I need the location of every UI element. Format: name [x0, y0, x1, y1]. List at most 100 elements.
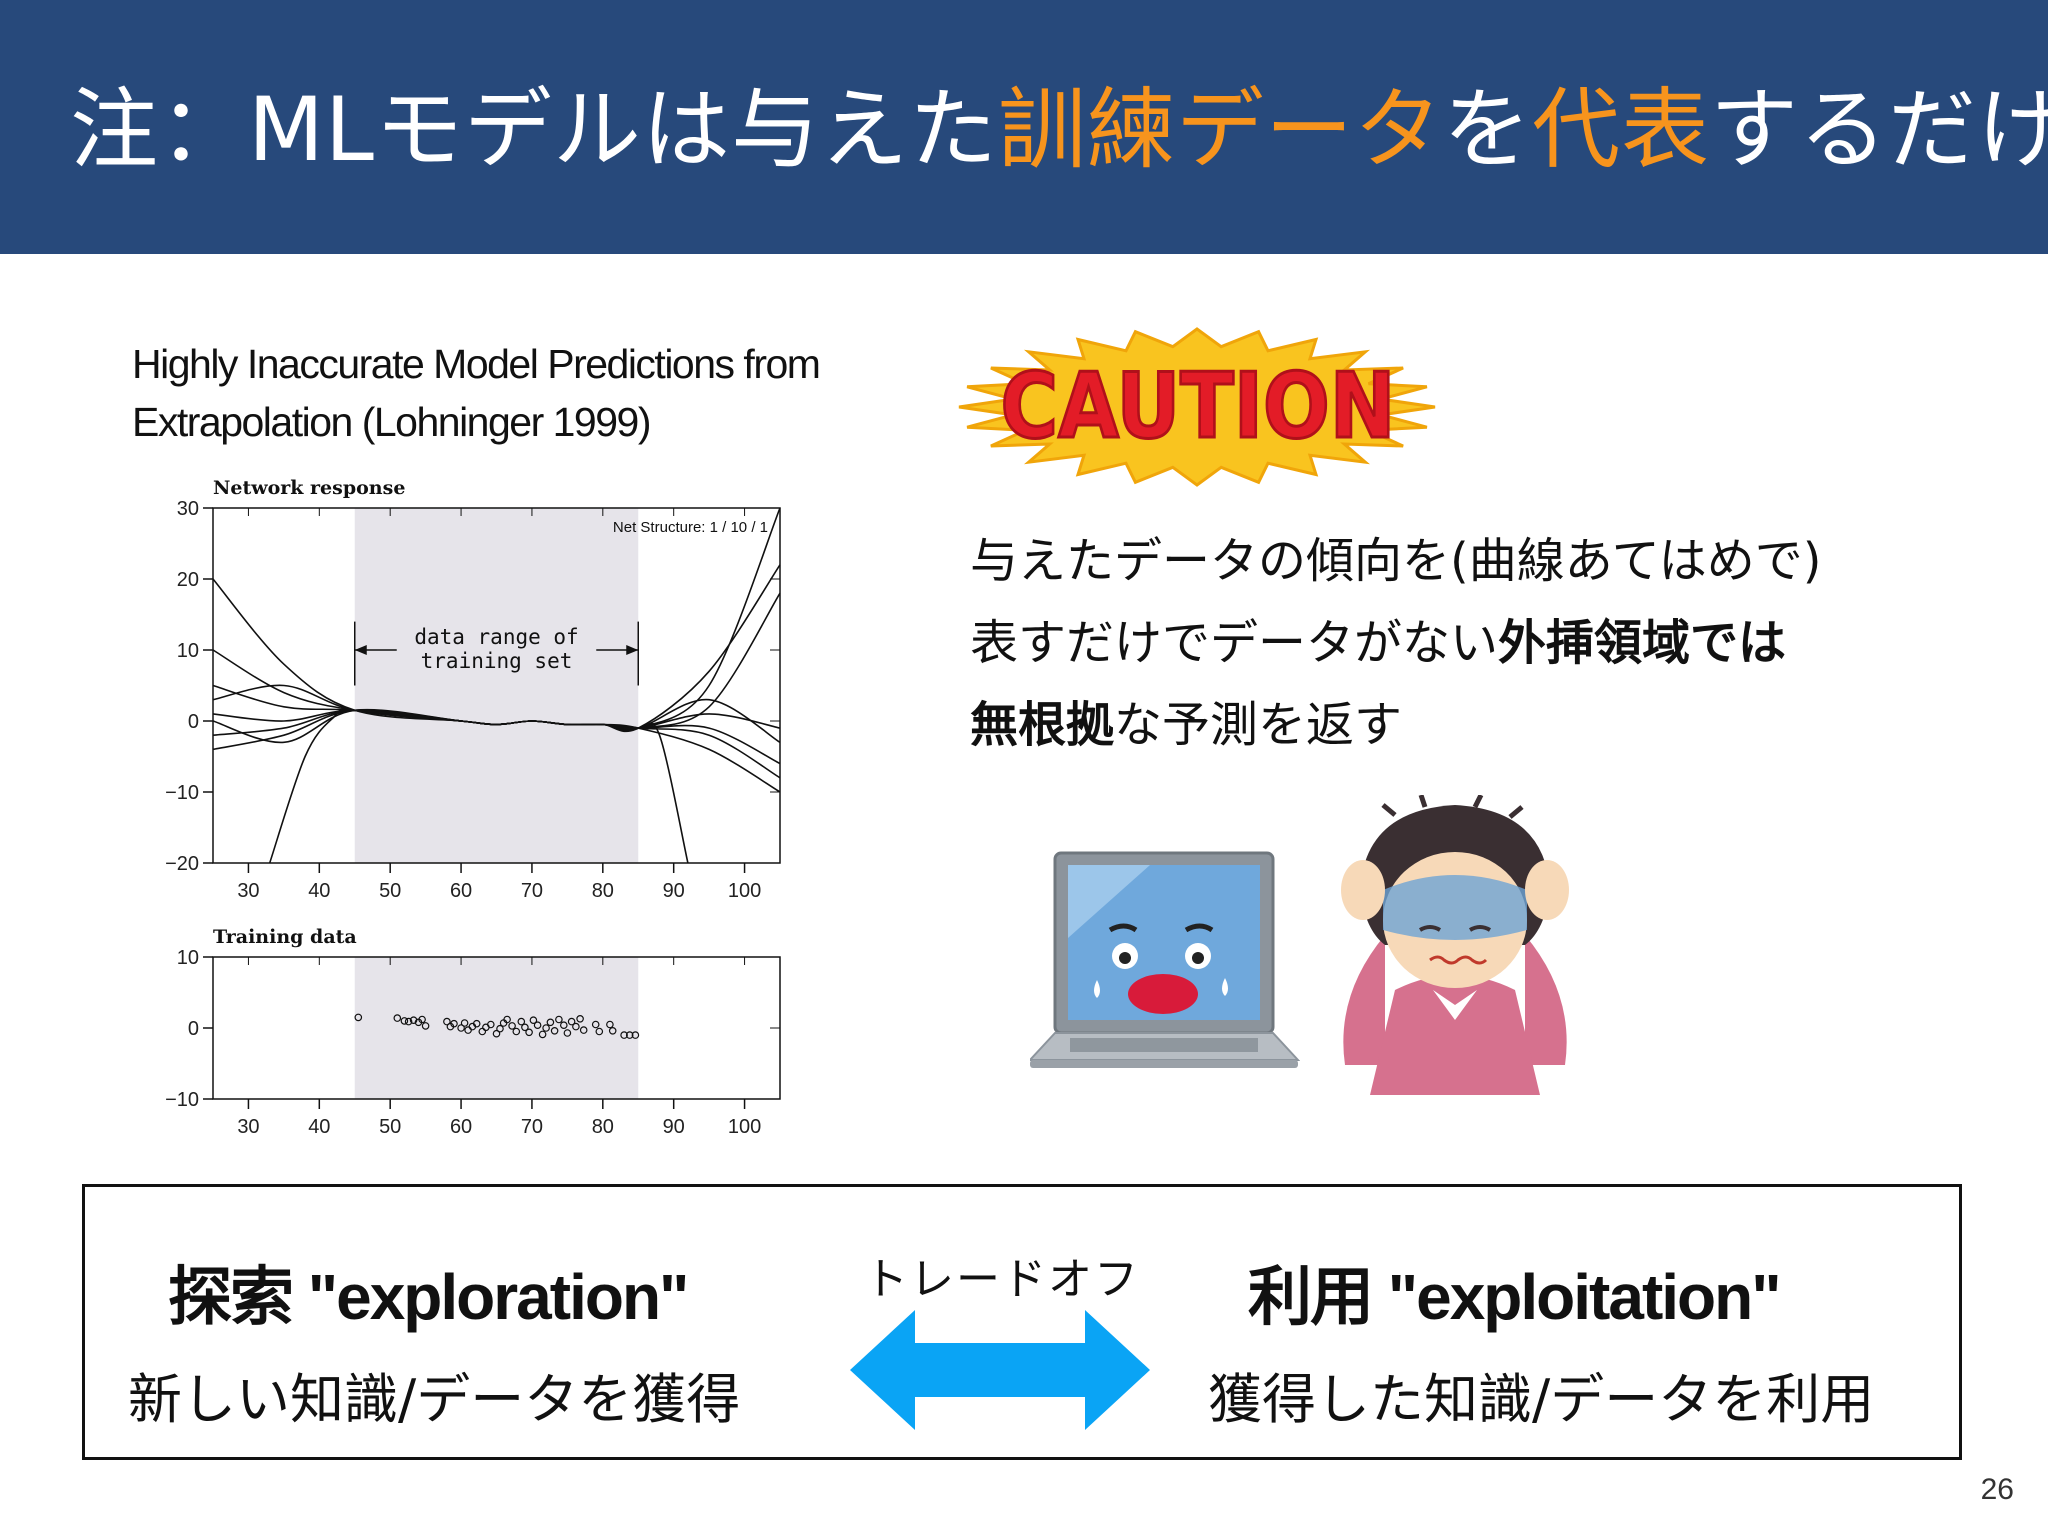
network-response-y-tick-label: 20 [177, 569, 199, 591]
network-response-x-tick-label: 80 [592, 880, 614, 902]
figure-caption-line: Highly Inaccurate Model Predictions from [132, 341, 821, 387]
exploration-description: 新しい知識/データを獲得 [128, 1368, 741, 1431]
training-data-x-tick-label: 60 [450, 1116, 472, 1138]
annotation-label-line2: training set [421, 649, 573, 673]
training-data-point [546, 1018, 555, 1027]
training-data-point [572, 1022, 580, 1031]
slide-title: 注：MLモデルは与えた訓練データを代表するだけ [70, 78, 2048, 182]
network-response-y-tick-label: −10 [165, 782, 199, 804]
training-data-y-tick-label: 10 [177, 947, 199, 969]
page-number: 26 [1980, 1473, 2014, 1506]
training-data-point [591, 1020, 600, 1029]
caution-burst [958, 327, 1436, 487]
description-text: な予測を返す [1114, 697, 1403, 753]
annotation-arrowhead-left [354, 645, 367, 655]
annotation-label-line1: data range of [414, 625, 578, 649]
training-data-point [606, 1020, 614, 1029]
training-data-point [517, 1017, 526, 1026]
network-response-x-tick-label: 70 [521, 880, 543, 902]
training-data-point [563, 1029, 572, 1037]
training-data-point [421, 1022, 430, 1030]
training-data-point [595, 1027, 604, 1036]
training-data-y-tick-label: 0 [188, 1018, 199, 1040]
training-data-point [567, 1017, 576, 1026]
training-data-point [555, 1015, 563, 1024]
training-data-point [550, 1026, 559, 1035]
training-data-point [525, 1028, 533, 1037]
training-data-point [393, 1014, 402, 1022]
figure-caption-line: Extrapolation (Lohninger 1999) [132, 399, 652, 445]
network-response-training-range-shade [354, 508, 639, 863]
caution-sign: CAUTION [958, 327, 1436, 487]
network-response-x-tick-label: 50 [379, 880, 401, 902]
training-data-point [460, 1019, 469, 1027]
caution-label: CAUTION [1001, 354, 1396, 459]
network-response-x-tick-label: 40 [308, 880, 330, 902]
network-response-y-tick-label: 30 [177, 498, 199, 520]
training-data-point [625, 1031, 634, 1039]
training-data-x-tick-label: 30 [237, 1116, 259, 1138]
training-data-point [542, 1024, 550, 1032]
training-data-x-tick-label: 70 [521, 1116, 543, 1138]
training-data-point [529, 1016, 538, 1025]
training-data-point [457, 1024, 465, 1032]
training-data-point [443, 1017, 451, 1026]
description: 与えたデータの傾向を(曲線あてはめで) 表すだけでデータがない外挿領域では 無根… [970, 520, 2020, 766]
network-response-subtitle: Net Structure: 1 / 10 / 1 [613, 519, 768, 536]
double-arrow-icon [850, 1310, 1150, 1430]
training-data-point [486, 1020, 495, 1029]
training-data-point [620, 1031, 628, 1039]
network-response-y-tick-label: 0 [188, 711, 199, 733]
training-data-point [496, 1024, 504, 1033]
training-data-point [512, 1027, 521, 1036]
training-data-point [631, 1031, 640, 1039]
description-line: 無根拠な予測を返す [970, 684, 2020, 766]
network-response-x-tick-label: 90 [663, 880, 685, 902]
network-response-y-tick-label: −20 [165, 853, 199, 875]
tradeoff-box [82, 1184, 1962, 1460]
training-data-x-tick-label: 90 [663, 1116, 685, 1138]
description-emphasis: 無根拠 [970, 697, 1115, 753]
training-data-x-tick-label: 100 [728, 1116, 761, 1138]
training-data-point [503, 1015, 511, 1024]
network-response-x-tick-label: 100 [728, 880, 761, 902]
training-data-point [409, 1016, 418, 1025]
training-data-point [472, 1019, 481, 1028]
training-data-point [559, 1021, 568, 1030]
training-data-point [533, 1021, 542, 1030]
title-bar: 注：MLモデルは与えた訓練データを代表するだけ [0, 0, 2048, 254]
description-emphasis: 外挿領域では [1498, 615, 1787, 671]
description-text: 表すだけでデータがない [970, 615, 1499, 671]
network-response-title: Network response [213, 477, 405, 499]
exploration-heading: 探索 "exploration" [168, 1261, 689, 1333]
training-data-title: Training data [213, 926, 357, 948]
exploitation-description: 獲得した知識/データを利用 [1208, 1368, 1875, 1431]
training-data-x-tick-label: 50 [379, 1116, 401, 1138]
figure-caption: Highly Inaccurate Model Predictions from… [132, 335, 892, 451]
network-response-y-tick-label: 10 [177, 640, 199, 662]
training-data-point [492, 1029, 501, 1038]
annotation-arrowhead-right [626, 645, 639, 655]
training-data-point [521, 1023, 529, 1032]
title-text: を [1442, 78, 1532, 181]
title-highlight: 代表 [1532, 78, 1711, 181]
training-data-point [508, 1022, 516, 1030]
training-data-point [576, 1014, 584, 1023]
training-data-point [538, 1030, 547, 1039]
training-data-point [450, 1019, 458, 1028]
network-response-x-tick-label: 30 [237, 880, 259, 902]
training-data-point [354, 1013, 363, 1022]
description-line: 与えたデータの傾向を(曲線あてはめで) [970, 533, 1822, 589]
training-data-y-tick-label: −10 [165, 1089, 199, 1111]
training-data-x-tick-label: 40 [308, 1116, 330, 1138]
training-data-point [400, 1017, 409, 1025]
training-data-point [418, 1015, 426, 1024]
training-data-point [579, 1026, 588, 1034]
exploitation-heading: 利用 "exploitation" [1248, 1261, 1782, 1333]
tradeoff-label: トレードオフ [864, 1254, 1140, 1305]
title-text: するだけ [1710, 78, 2048, 181]
network-response-x-tick-label: 60 [450, 880, 472, 902]
worried-woman-illustration [1341, 795, 1569, 1095]
title-text: 注：MLモデルは与えた [70, 78, 998, 181]
